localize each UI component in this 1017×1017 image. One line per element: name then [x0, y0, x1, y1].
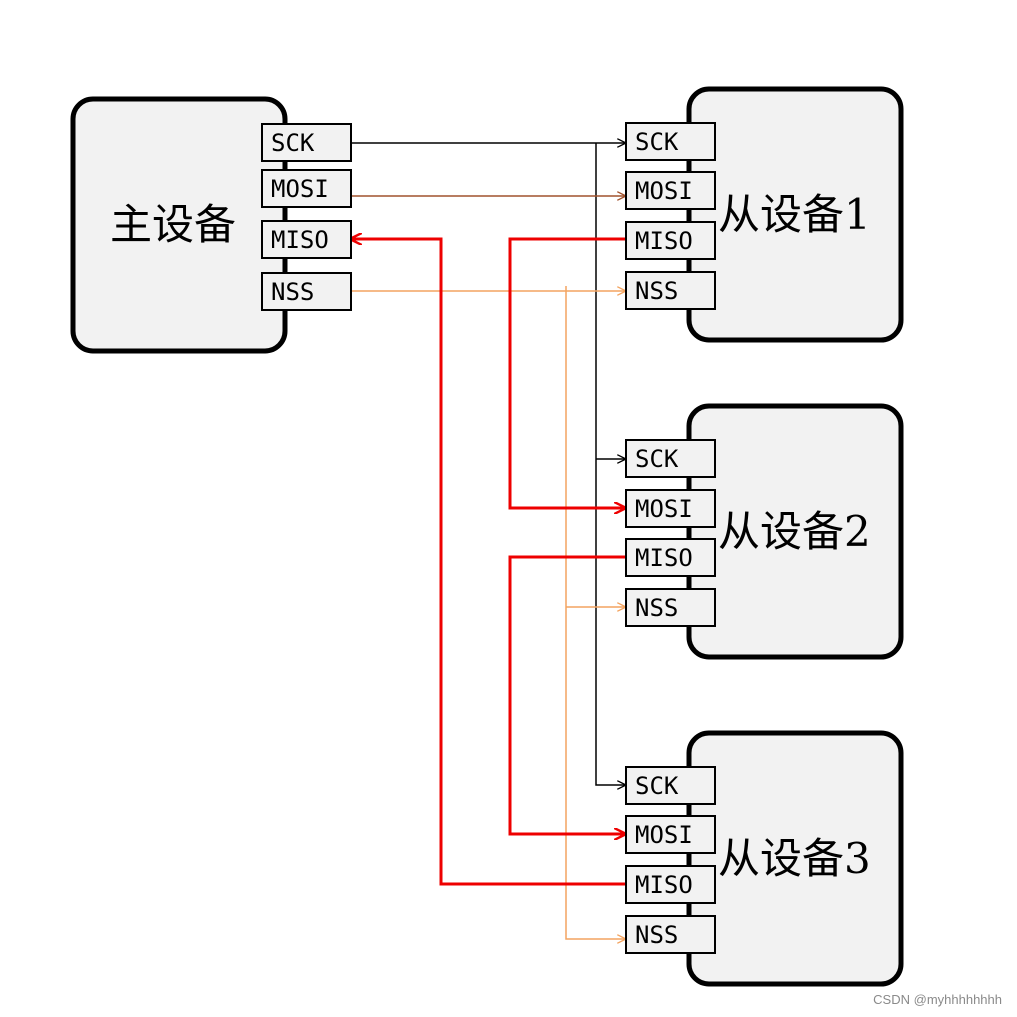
slave-1-pins: SCK MOSI MISO NSS: [625, 122, 716, 310]
svg-text:NSS: NSS: [635, 277, 678, 305]
slave-3-label: 从设备3: [718, 834, 871, 883]
slave-1-pin-sck: SCK: [625, 122, 716, 161]
sck-wires: [351, 143, 625, 785]
slave-1-label: 从设备1: [718, 190, 871, 239]
miso-1-to-mosi-2-wire: [508, 237, 625, 508]
miso-3-to-master-wire: [351, 239, 625, 886]
watermark: CSDN @myhhhhhhhh: [873, 992, 1002, 1007]
slave-3-pin-miso: MISO: [625, 865, 716, 904]
sck-wire-slave-3: [595, 143, 625, 785]
slave-2-pin-nss: NSS: [625, 588, 716, 627]
master-pin-miso: MISO: [261, 220, 352, 259]
svg-text:MOSI: MOSI: [635, 177, 693, 205]
svg-text:SCK: SCK: [635, 128, 679, 156]
svg-text:MOSI: MOSI: [635, 495, 693, 523]
slave-2-pin-sck: SCK: [625, 439, 716, 478]
slave-1-pin-mosi: MOSI: [625, 171, 716, 210]
master-pin-nss: NSS: [261, 272, 352, 311]
svg-text:SCK: SCK: [635, 445, 679, 473]
master-pin-sck: SCK: [261, 123, 352, 162]
slave-1-pin-miso: MISO: [625, 221, 716, 260]
svg-text:SCK: SCK: [271, 129, 315, 157]
svg-text:NSS: NSS: [635, 921, 678, 949]
slave-3-pin-nss: NSS: [625, 915, 716, 954]
svg-text:NSS: NSS: [635, 594, 678, 622]
slave-device-1: 从设备1: [686, 86, 904, 343]
svg-text:MISO: MISO: [635, 544, 693, 572]
slave-1-pin-nss: NSS: [625, 271, 716, 310]
nss-wire-slave-3: [565, 286, 625, 939]
master-pin-mosi: MOSI: [261, 169, 352, 208]
master-device: 主设备: [70, 96, 288, 354]
miso-wires: [351, 237, 625, 886]
master-pins: SCK MOSI MISO NSS: [261, 123, 352, 311]
master-label: 主设备: [110, 200, 236, 249]
slave-2-pin-miso: MISO: [625, 538, 716, 577]
svg-text:MISO: MISO: [271, 226, 329, 254]
slave-3-pin-mosi: MOSI: [625, 815, 716, 854]
slave-3-pins: SCK MOSI MISO NSS: [625, 766, 716, 954]
slave-2-pin-mosi: MOSI: [625, 489, 716, 528]
svg-text:SCK: SCK: [635, 772, 679, 800]
nss-wires: [351, 286, 625, 939]
slave-device-2: 从设备2: [686, 403, 904, 660]
slave-2-pins: SCK MOSI MISO NSS: [625, 439, 716, 627]
svg-text:MISO: MISO: [635, 871, 693, 899]
svg-text:MISO: MISO: [635, 227, 693, 255]
svg-text:MOSI: MOSI: [635, 821, 693, 849]
svg-text:NSS: NSS: [271, 278, 314, 306]
miso-2-to-mosi-3-wire: [508, 555, 625, 834]
slave-3-pin-sck: SCK: [625, 766, 716, 805]
svg-text:MOSI: MOSI: [271, 175, 329, 203]
slave-2-label: 从设备2: [718, 507, 871, 556]
slave-device-3: 从设备3: [686, 730, 904, 987]
